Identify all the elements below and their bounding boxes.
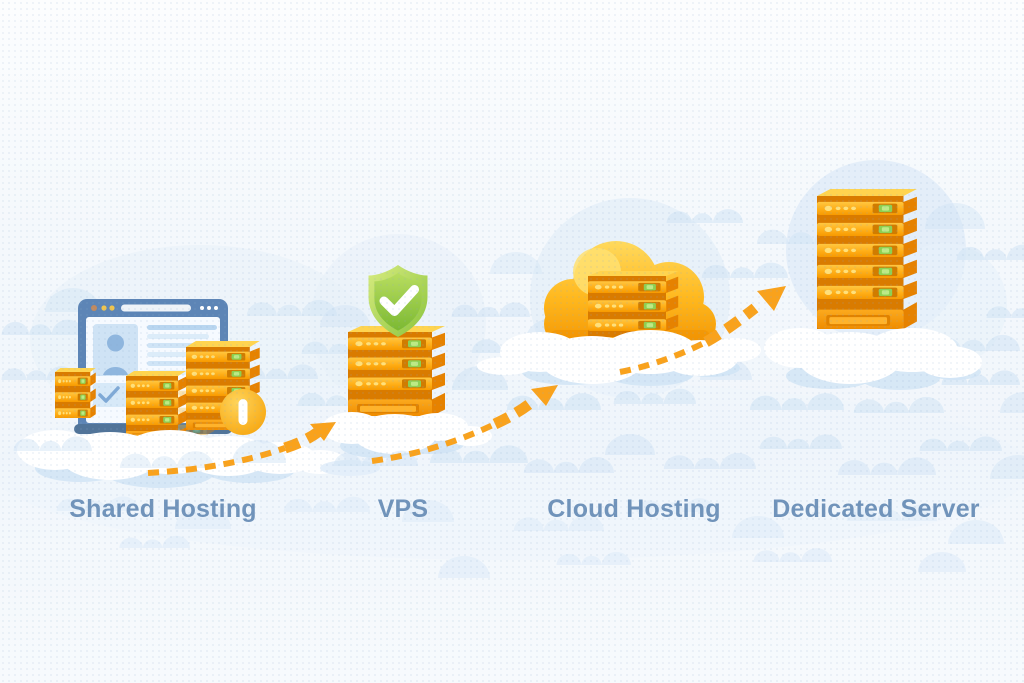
stage-label-cloud-hosting: Cloud Hosting (547, 495, 721, 523)
stage-vps-illustration (348, 265, 445, 416)
stage-label-dedicated-server: Dedicated Server (772, 495, 980, 523)
dashed-arrow-icon (619, 286, 786, 375)
stage-label-shared-hosting: Shared Hosting (69, 495, 257, 523)
server-stack-icon (348, 326, 445, 416)
stage-dedicated-server-illustration (817, 189, 917, 329)
server-stack-mid-icon (126, 371, 187, 440)
cloud-icon (764, 328, 982, 390)
shield-check-icon (368, 265, 428, 337)
dashed-arrow-icon (371, 385, 558, 464)
server-stack-small-icon (55, 368, 96, 418)
stage-label-vps: VPS (377, 495, 429, 523)
info-badge-icon (220, 389, 266, 435)
cloud-icon (322, 412, 492, 458)
dashed-arrow-icon (147, 422, 336, 476)
server-tower-icon (817, 189, 917, 329)
cloud-icon (477, 330, 761, 386)
stage-shared-hosting-illustration (55, 299, 266, 440)
